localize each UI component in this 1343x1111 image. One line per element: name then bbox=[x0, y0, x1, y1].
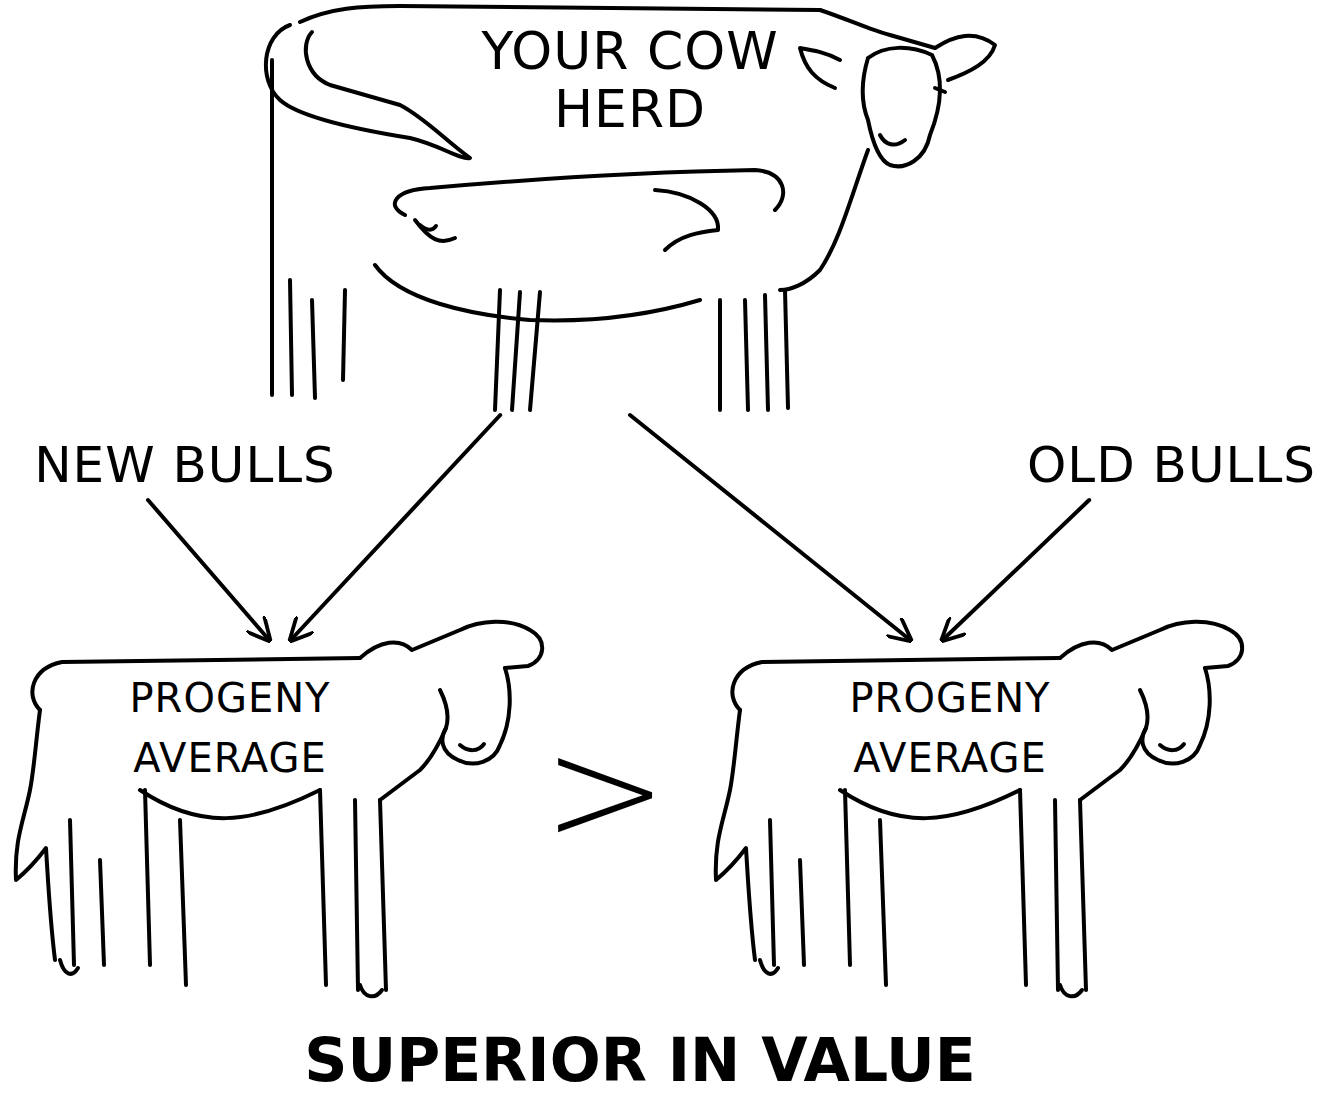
outline-stroke bbox=[320, 790, 326, 985]
arrow-connector bbox=[148, 500, 269, 640]
figure-label: YOUR COW HERD bbox=[465, 22, 795, 138]
outline-stroke bbox=[1055, 800, 1058, 990]
outline-stroke bbox=[1060, 622, 1242, 668]
outline-stroke bbox=[1160, 744, 1184, 750]
figure-label: PROGENY AVERAGE bbox=[100, 668, 360, 788]
outline-stroke bbox=[355, 800, 358, 990]
outline-stroke bbox=[745, 300, 748, 410]
outline-stroke bbox=[820, 10, 935, 48]
figure-label: PROGENY AVERAGE bbox=[820, 668, 1080, 788]
outline-stroke bbox=[440, 668, 510, 764]
outline-stroke bbox=[840, 790, 1020, 818]
outline-stroke bbox=[800, 860, 804, 965]
outline-stroke bbox=[300, 6, 820, 22]
outline-stroke bbox=[70, 820, 74, 965]
animal-figure-node: PROGENY AVERAGE bbox=[10, 640, 550, 1040]
arrow-connector bbox=[943, 500, 1090, 640]
outline-stroke bbox=[880, 135, 905, 145]
outline-stroke bbox=[290, 280, 292, 395]
outline-stroke bbox=[760, 960, 778, 974]
caption-text: SUPERIOR IN VALUE bbox=[140, 1020, 1140, 1100]
text-node: OLD BULLS bbox=[1000, 430, 1343, 500]
outline-stroke bbox=[1020, 790, 1026, 985]
outline-stroke bbox=[60, 960, 78, 974]
outline-stroke bbox=[380, 800, 386, 990]
outline-stroke bbox=[415, 220, 455, 241]
outline-stroke bbox=[360, 622, 542, 668]
outline-stroke bbox=[495, 290, 500, 410]
outline-stroke bbox=[1080, 728, 1146, 800]
outline-stroke bbox=[718, 300, 722, 410]
outline-stroke bbox=[395, 170, 783, 215]
outline-stroke bbox=[1060, 985, 1082, 996]
outline-stroke bbox=[655, 190, 718, 250]
outline-stroke bbox=[180, 820, 186, 985]
outline-stroke bbox=[420, 225, 436, 230]
group-label: OLD BULLS bbox=[1000, 430, 1343, 500]
animal-figure-node: YOUR COW HERD bbox=[255, 0, 1005, 415]
outline-stroke bbox=[145, 790, 150, 965]
outline-stroke bbox=[512, 292, 520, 410]
outline-stroke bbox=[880, 820, 886, 985]
outline-stroke bbox=[530, 292, 540, 410]
outline-stroke bbox=[343, 290, 345, 380]
outline-stroke bbox=[800, 48, 840, 88]
animal-figure-node: PROGENY AVERAGE bbox=[705, 640, 1245, 1040]
outline-stroke bbox=[460, 744, 484, 750]
outline-stroke bbox=[16, 710, 55, 960]
outline-stroke bbox=[270, 60, 274, 395]
arrow-connector bbox=[291, 415, 500, 640]
outline-stroke bbox=[360, 985, 382, 996]
arrow-connector bbox=[630, 415, 910, 640]
outline-stroke bbox=[785, 290, 788, 408]
outline-stroke bbox=[935, 88, 945, 92]
outline-stroke bbox=[845, 790, 850, 965]
group-label: NEW BULLS bbox=[0, 430, 370, 500]
outline-stroke bbox=[770, 820, 774, 965]
text-node: NEW BULLS bbox=[0, 430, 370, 500]
outline-stroke bbox=[1080, 800, 1086, 990]
outline-stroke bbox=[935, 36, 995, 80]
comparison-sign: > bbox=[540, 705, 670, 875]
outline-stroke bbox=[716, 710, 755, 960]
outline-stroke bbox=[312, 300, 315, 398]
outline-stroke bbox=[780, 150, 868, 290]
outline-stroke bbox=[380, 728, 446, 800]
outline-stroke bbox=[1140, 668, 1210, 764]
outline-stroke bbox=[863, 48, 940, 166]
outline-stroke bbox=[100, 860, 104, 965]
outline-stroke bbox=[266, 25, 470, 158]
outline-stroke bbox=[140, 790, 320, 818]
outline-stroke bbox=[765, 295, 768, 410]
